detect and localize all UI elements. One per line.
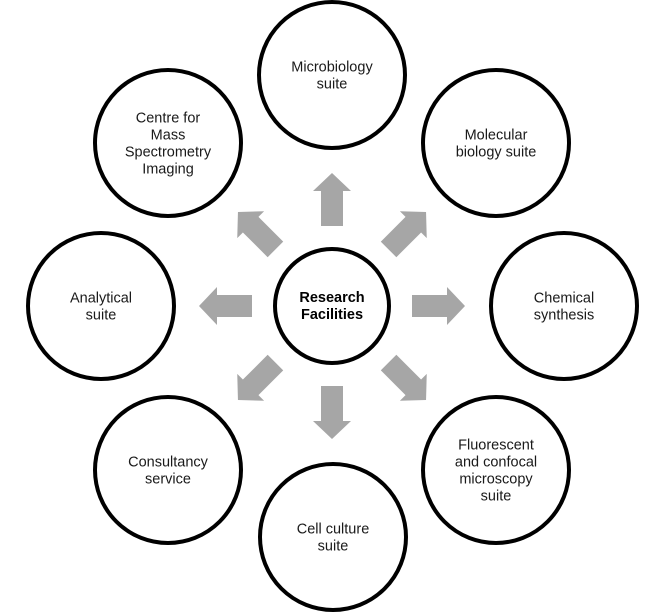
arrow-to-fluorescent-confocal-microscopy (380, 354, 427, 401)
node-circle (421, 68, 571, 218)
node-circle (26, 231, 176, 381)
node-circle (257, 0, 407, 150)
arrow-to-consultancy (237, 354, 284, 401)
center-node-research-facilities: Research Facilities (273, 247, 391, 365)
arrow-to-molecular-biology (380, 211, 427, 258)
node-label-line: synthesis (534, 308, 594, 324)
node-label-line: Consultancy (128, 455, 209, 471)
node-label-line: suite (318, 539, 349, 555)
node-label-line: suite (86, 308, 117, 324)
arrow-to-mass-spectrometry-imaging (237, 211, 284, 258)
node-label-line: Spectrometry (125, 145, 212, 161)
arrows-layer (199, 173, 465, 439)
center-circle (273, 247, 391, 365)
node-label-line: and confocal (455, 455, 537, 471)
center-label-line-2: Facilities (301, 307, 363, 323)
node-label-line: Imaging (142, 162, 194, 178)
node-label-line: Cell culture (297, 522, 370, 538)
node-circle (258, 462, 408, 612)
node-circle (421, 395, 571, 545)
node-label-line: biology suite (456, 145, 537, 161)
node-label-line: Chemical (534, 291, 594, 307)
node-label-line: Analytical (70, 291, 132, 307)
node-label-line: Centre for (136, 111, 201, 127)
arrow-to-analytical (199, 287, 252, 325)
arrow-to-microbiology (313, 173, 351, 226)
node-label-line: service (145, 472, 191, 488)
node-label-line: suite (317, 77, 348, 93)
arrow-to-chemical-synthesis (412, 287, 465, 325)
node-circle (93, 395, 243, 545)
center-label-line-1: Research (299, 290, 364, 306)
arrow-to-cell-culture (313, 386, 351, 439)
node-circle (93, 68, 243, 218)
node-label-line: Fluorescent (458, 438, 534, 454)
node-label-line: Molecular (465, 128, 528, 144)
node-label-line: microscopy (459, 472, 533, 488)
node-label-line: Mass (151, 128, 186, 144)
node-label-line: suite (481, 489, 512, 505)
node-label-line: Microbiology (291, 60, 373, 76)
node-circle (489, 231, 639, 381)
